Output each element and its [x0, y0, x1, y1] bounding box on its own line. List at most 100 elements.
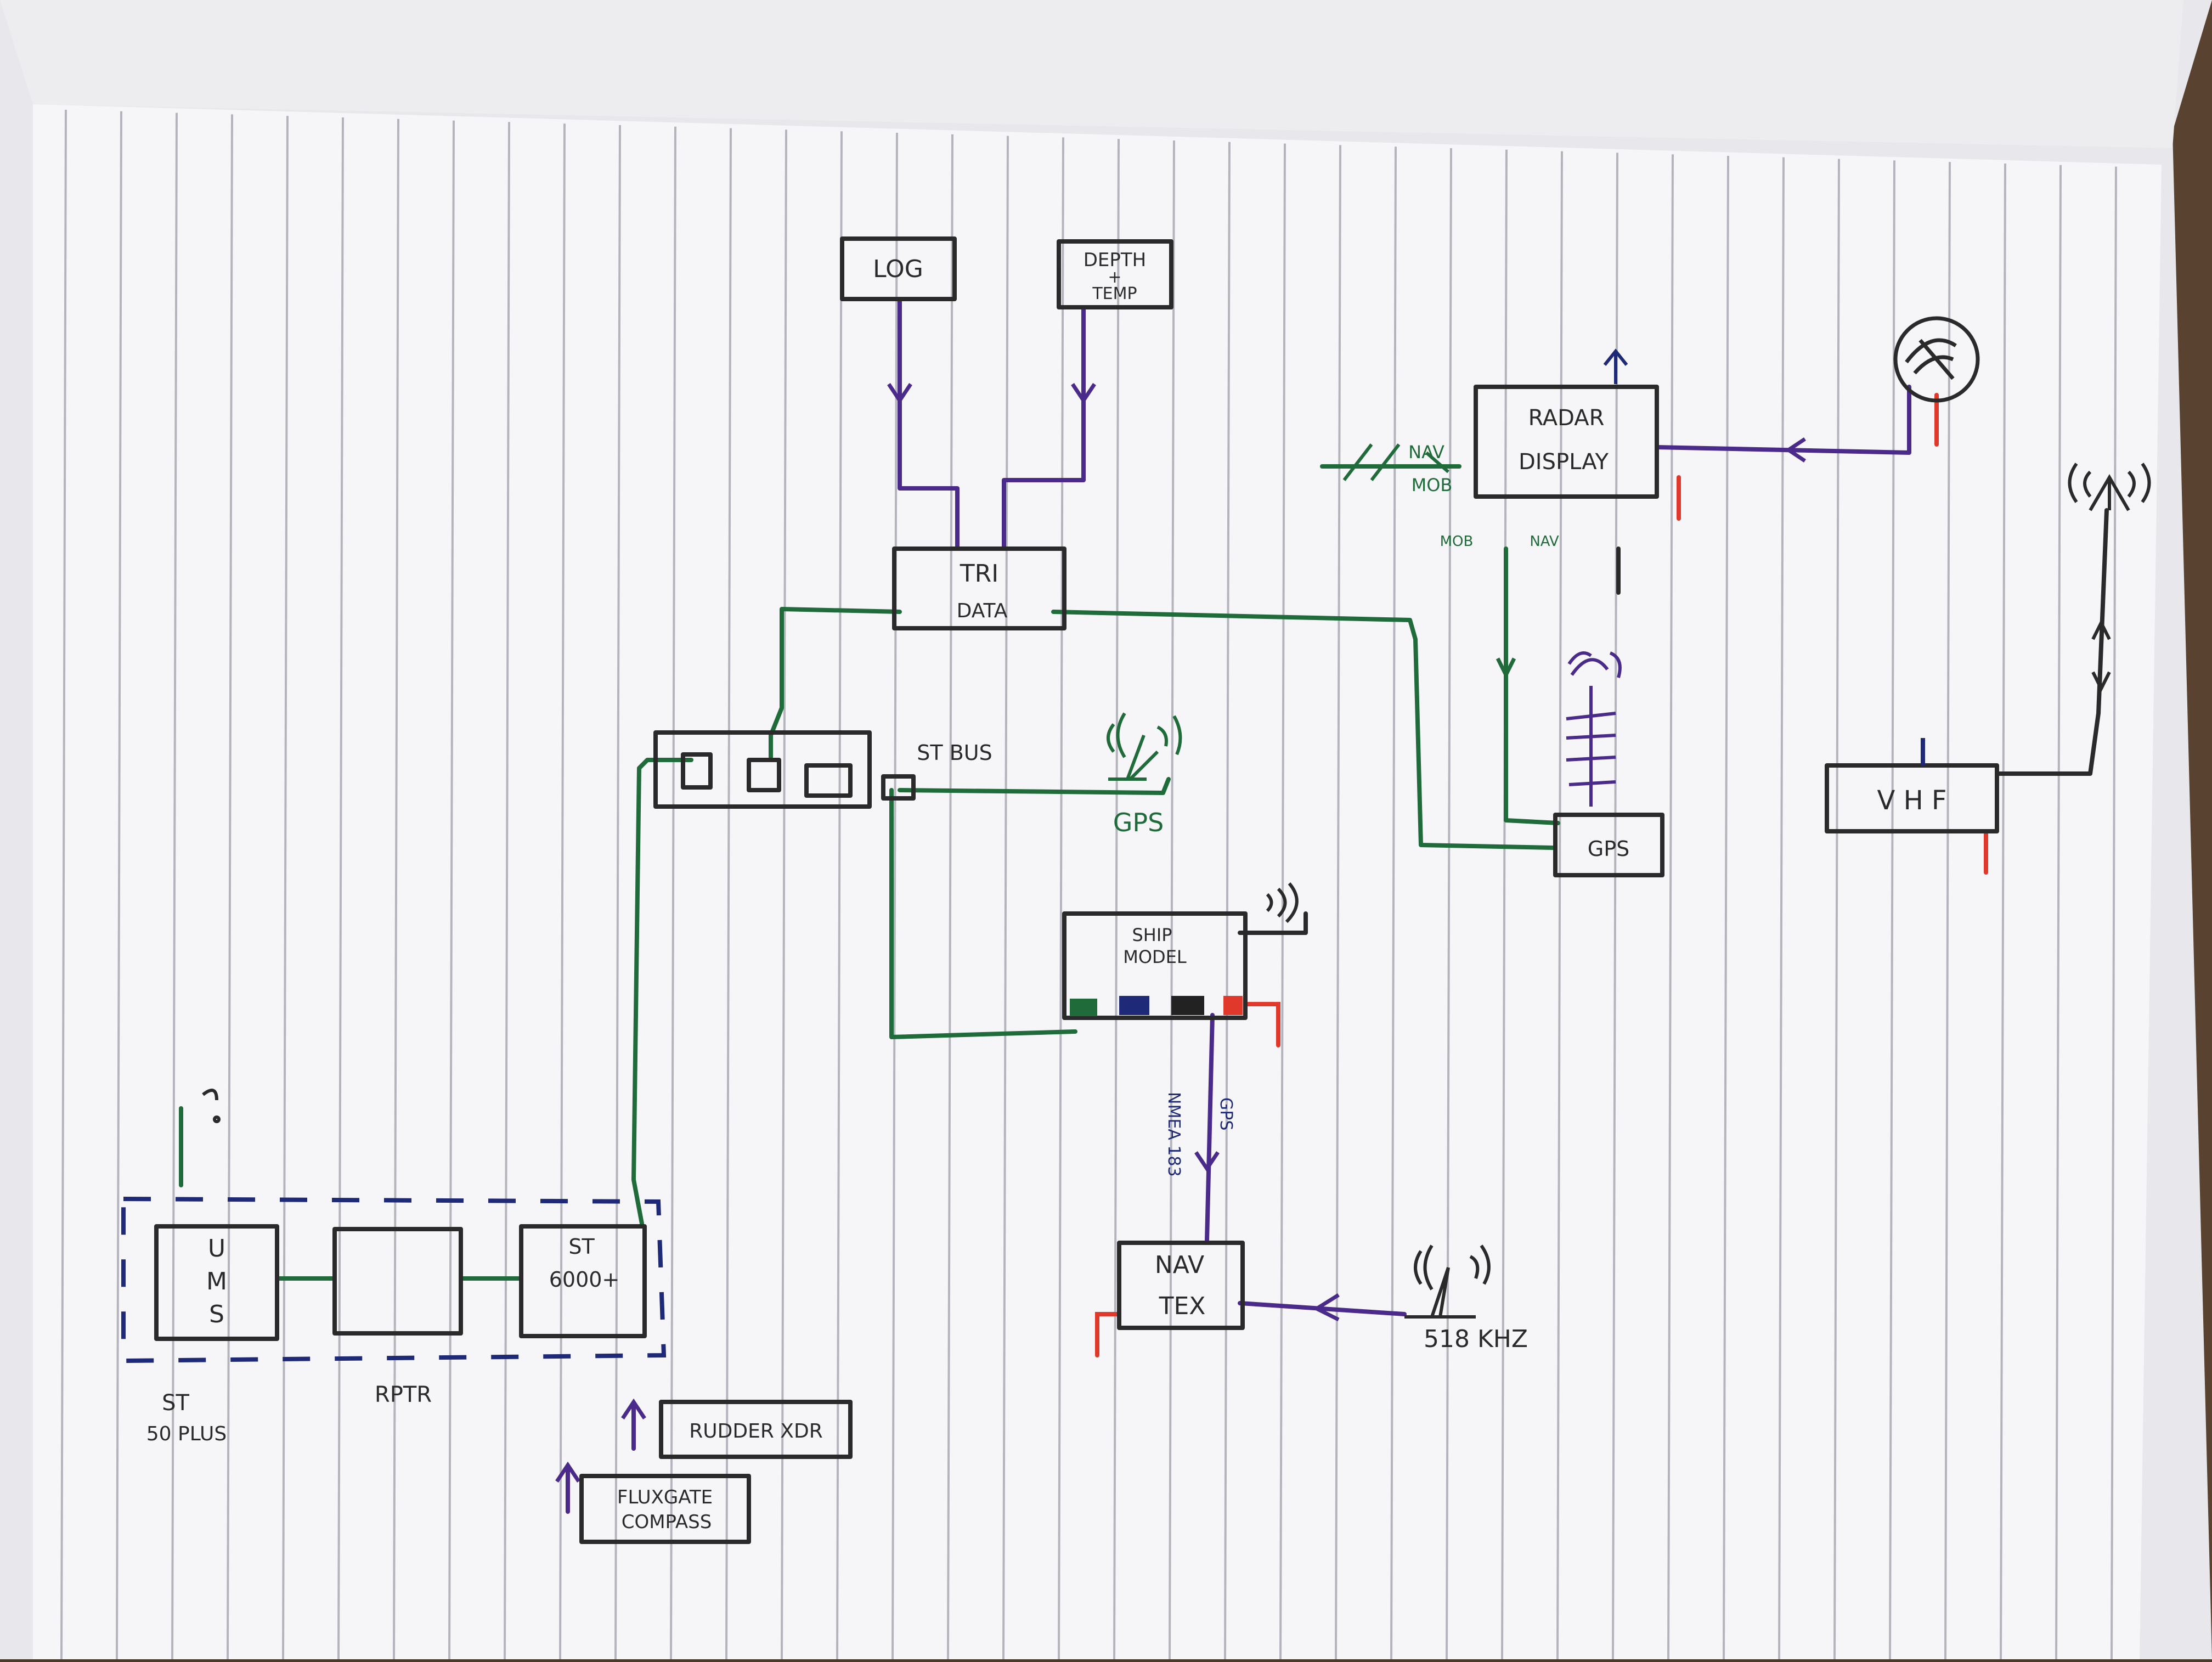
ruled-line: [1390, 147, 1397, 1660]
box-outlines: [154, 236, 1999, 1544]
ruled-line: [504, 122, 510, 1660]
ruled-line: [116, 111, 122, 1660]
ums-s: S: [209, 1300, 224, 1328]
gps-box: [1553, 813, 1664, 877]
ruled-line: [1889, 160, 1895, 1660]
rudder-xdr-box: [659, 1400, 853, 1459]
ruled-line: [171, 112, 178, 1660]
model-label: MODEL: [1123, 947, 1187, 967]
temp-label: TEMP: [1092, 284, 1137, 303]
bus-port-4: [881, 774, 916, 801]
rptr-box: [332, 1227, 463, 1336]
ums-wind-vane-icon: [202, 1089, 221, 1123]
ruled-line: [227, 114, 233, 1660]
st-bus-label: ST BUS: [917, 741, 992, 765]
ruled-line: [1113, 139, 1120, 1660]
vhf-aerial-icon: [2068, 463, 2151, 511]
autopilot-dashed-group: [121, 1196, 667, 1364]
st6000-label: 6000+: [549, 1267, 620, 1292]
log-label: LOG: [873, 255, 923, 283]
nav-mob-nav-label: NAV: [1408, 442, 1444, 463]
tri-data-box: [892, 547, 1066, 630]
gps-antenna-icon: [1107, 712, 1182, 781]
log-box: [840, 236, 957, 301]
ruled-line: [1169, 140, 1175, 1660]
st50-plus-label: 50 PLUS: [146, 1423, 227, 1445]
bus-port-1: [681, 752, 713, 790]
vhf-label: V H F: [1877, 785, 1946, 816]
ums-m: M: [206, 1267, 227, 1295]
mob-label: MOB: [1440, 533, 1474, 550]
depth-label: DEPTH: [1084, 249, 1147, 271]
vhf-antenna-line: [1238, 508, 2109, 935]
nav-label: NAV: [1155, 1251, 1204, 1279]
ruled-line: [1944, 162, 1951, 1660]
vhf-bidirectional-arrow-icon: [2091, 619, 2111, 692]
ruled-line: [2055, 165, 2062, 1660]
green-arrows: [1496, 657, 1516, 679]
gps-vertical-label: GPS: [1216, 1097, 1235, 1130]
radar-label: RADAR: [1528, 405, 1605, 431]
ruled-line: [1002, 136, 1009, 1660]
ruled-line: [1723, 155, 1729, 1660]
ruled-line: [337, 117, 344, 1660]
display-label: DISPLAY: [1519, 449, 1609, 475]
ruled-line: [282, 116, 289, 1660]
ruled-line: [1058, 137, 1064, 1660]
radar-up-arrow-icon: [1603, 348, 1628, 384]
ruled-line: [614, 125, 621, 1660]
power-stubs: [1095, 393, 1988, 1357]
bus-port-3: [804, 763, 853, 798]
rudder-xdr-label: RUDDER XDR: [689, 1420, 822, 1443]
ship-model-wireless-icon: [1266, 882, 1299, 923]
depth-plus-label: +: [1108, 268, 1121, 287]
gps-box-label: GPS: [1588, 837, 1629, 861]
ruled-line: [1501, 149, 1508, 1660]
nav-arrow-label: NAV: [1530, 533, 1559, 550]
ruled-lines: [60, 109, 2117, 1660]
green-wiring: [179, 464, 1560, 1281]
st-bus-junction-box: [653, 730, 872, 809]
labels: LOG DEPTH + TEMP TRI DATA RADAR DISPLAY …: [146, 249, 1947, 1533]
gps-mast-antenna-icon: [1566, 651, 1622, 807]
ruled-line: [448, 120, 455, 1660]
ship-label: SHIP: [1132, 925, 1172, 945]
fluxgate-label: FLUXGATE: [617, 1486, 713, 1508]
ums-u: U: [208, 1235, 225, 1263]
ums-box: [154, 1224, 279, 1341]
st50-st-label: ST: [162, 1390, 189, 1416]
tri-label: TRI: [960, 560, 998, 588]
navtex-antenna-icon: [1404, 1244, 1491, 1319]
ruled-line: [1446, 148, 1452, 1660]
purple-arrows: [555, 383, 1806, 1483]
tex-label: TEX: [1159, 1292, 1206, 1320]
depth-temp-box: [1057, 239, 1173, 309]
vhf-box: [1825, 763, 1999, 833]
port-red: [1223, 996, 1243, 1015]
nmea-label: NMEA 183: [1164, 1092, 1183, 1177]
ruled-line: [2000, 163, 2006, 1660]
bus-port-2: [747, 758, 781, 792]
st6000-box: [519, 1224, 647, 1338]
nav-mob-antenna-icon: [1342, 443, 1449, 481]
purple-wiring: [566, 297, 1911, 1514]
data-label: DATA: [957, 600, 1008, 622]
compass-label: COMPASS: [622, 1511, 712, 1533]
ruled-line: [1556, 151, 1563, 1660]
nav-mob-mob-label: MOB: [1412, 475, 1453, 495]
ruled-line: [1667, 154, 1674, 1660]
port-black: [1171, 996, 1204, 1015]
ruled-line: [1612, 153, 1618, 1660]
notebook-page: [33, 104, 2162, 1659]
fluxgate-compass-box: [579, 1474, 751, 1544]
ruled-line: [1335, 145, 1341, 1660]
st-label: ST: [568, 1235, 595, 1259]
radar-scanner-icon: [1893, 316, 1980, 403]
ruled-line: [836, 131, 843, 1660]
port-green: [1070, 999, 1097, 1016]
port-blue: [1119, 996, 1149, 1015]
rptr-label: RPTR: [375, 1382, 432, 1407]
ruled-line: [559, 123, 566, 1660]
